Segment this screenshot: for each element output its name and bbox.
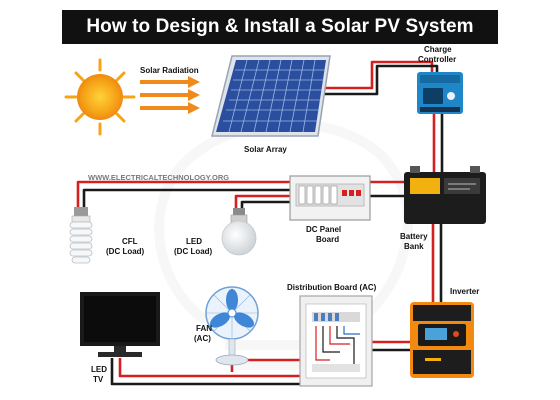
battery-icon bbox=[404, 166, 486, 224]
fan-label-line2: (AC) bbox=[194, 334, 211, 343]
cfl-label-line1: CFL bbox=[122, 237, 138, 246]
solar-panel-icon bbox=[211, 55, 331, 137]
tv-label-line1: LED bbox=[91, 365, 107, 374]
wire-panel-controller-neg bbox=[318, 64, 439, 96]
fan-icon bbox=[205, 286, 259, 366]
wire-dcpanel-cfl-pos bbox=[76, 180, 290, 207]
solar-radiation-label: Solar Radiation bbox=[140, 66, 199, 75]
tv-label-line2: TV bbox=[93, 375, 104, 384]
charge-controller-label-line2: Controller bbox=[418, 55, 456, 64]
battery-label-line1: Battery bbox=[400, 232, 428, 241]
distribution-board-icon bbox=[299, 295, 373, 387]
wire-db-tv-pos bbox=[118, 358, 300, 378]
battery-label-line2: Bank bbox=[404, 242, 424, 251]
dc-panel-label-line1: DC Panel bbox=[306, 225, 341, 234]
tv-icon bbox=[80, 292, 160, 357]
wire-dcpanel-led-neg bbox=[240, 200, 290, 208]
inverter-label: Inverter bbox=[450, 287, 479, 296]
led-label-line2: (DC Load) bbox=[174, 247, 213, 256]
page-title: How to Design & Install a Solar PV Syste… bbox=[86, 16, 474, 37]
dc-panel-label-line2: Board bbox=[316, 235, 339, 244]
charge-controller-icon bbox=[417, 72, 463, 114]
fan-label-line1: FAN bbox=[196, 324, 212, 333]
sun-icon bbox=[64, 58, 136, 136]
title-banner: How to Design & Install a Solar PV Syste… bbox=[62, 10, 498, 44]
distribution-board-label: Distribution Board (AC) bbox=[287, 283, 377, 292]
wire-dcpanel-cfl-neg bbox=[82, 188, 290, 207]
wiring bbox=[76, 60, 444, 386]
solar-array-label: Solar Array bbox=[244, 145, 287, 154]
dc-panel-board-icon bbox=[289, 175, 371, 221]
led-label-line1: LED bbox=[186, 237, 202, 246]
led-bulb-icon bbox=[221, 208, 257, 256]
wire-db-tv-neg bbox=[110, 358, 300, 386]
inverter-icon bbox=[410, 302, 474, 378]
radiation-arrows bbox=[140, 76, 200, 114]
cfl-label-line2: (DC Load) bbox=[106, 247, 145, 256]
charge-controller-label-line1: Charge bbox=[424, 45, 452, 54]
watermark-text: WWW.ELECTRICALTECHNOLOGY.ORG bbox=[88, 173, 229, 182]
wire-dcpanel-led-pos bbox=[234, 194, 290, 208]
cfl-bulb-icon bbox=[69, 207, 93, 264]
